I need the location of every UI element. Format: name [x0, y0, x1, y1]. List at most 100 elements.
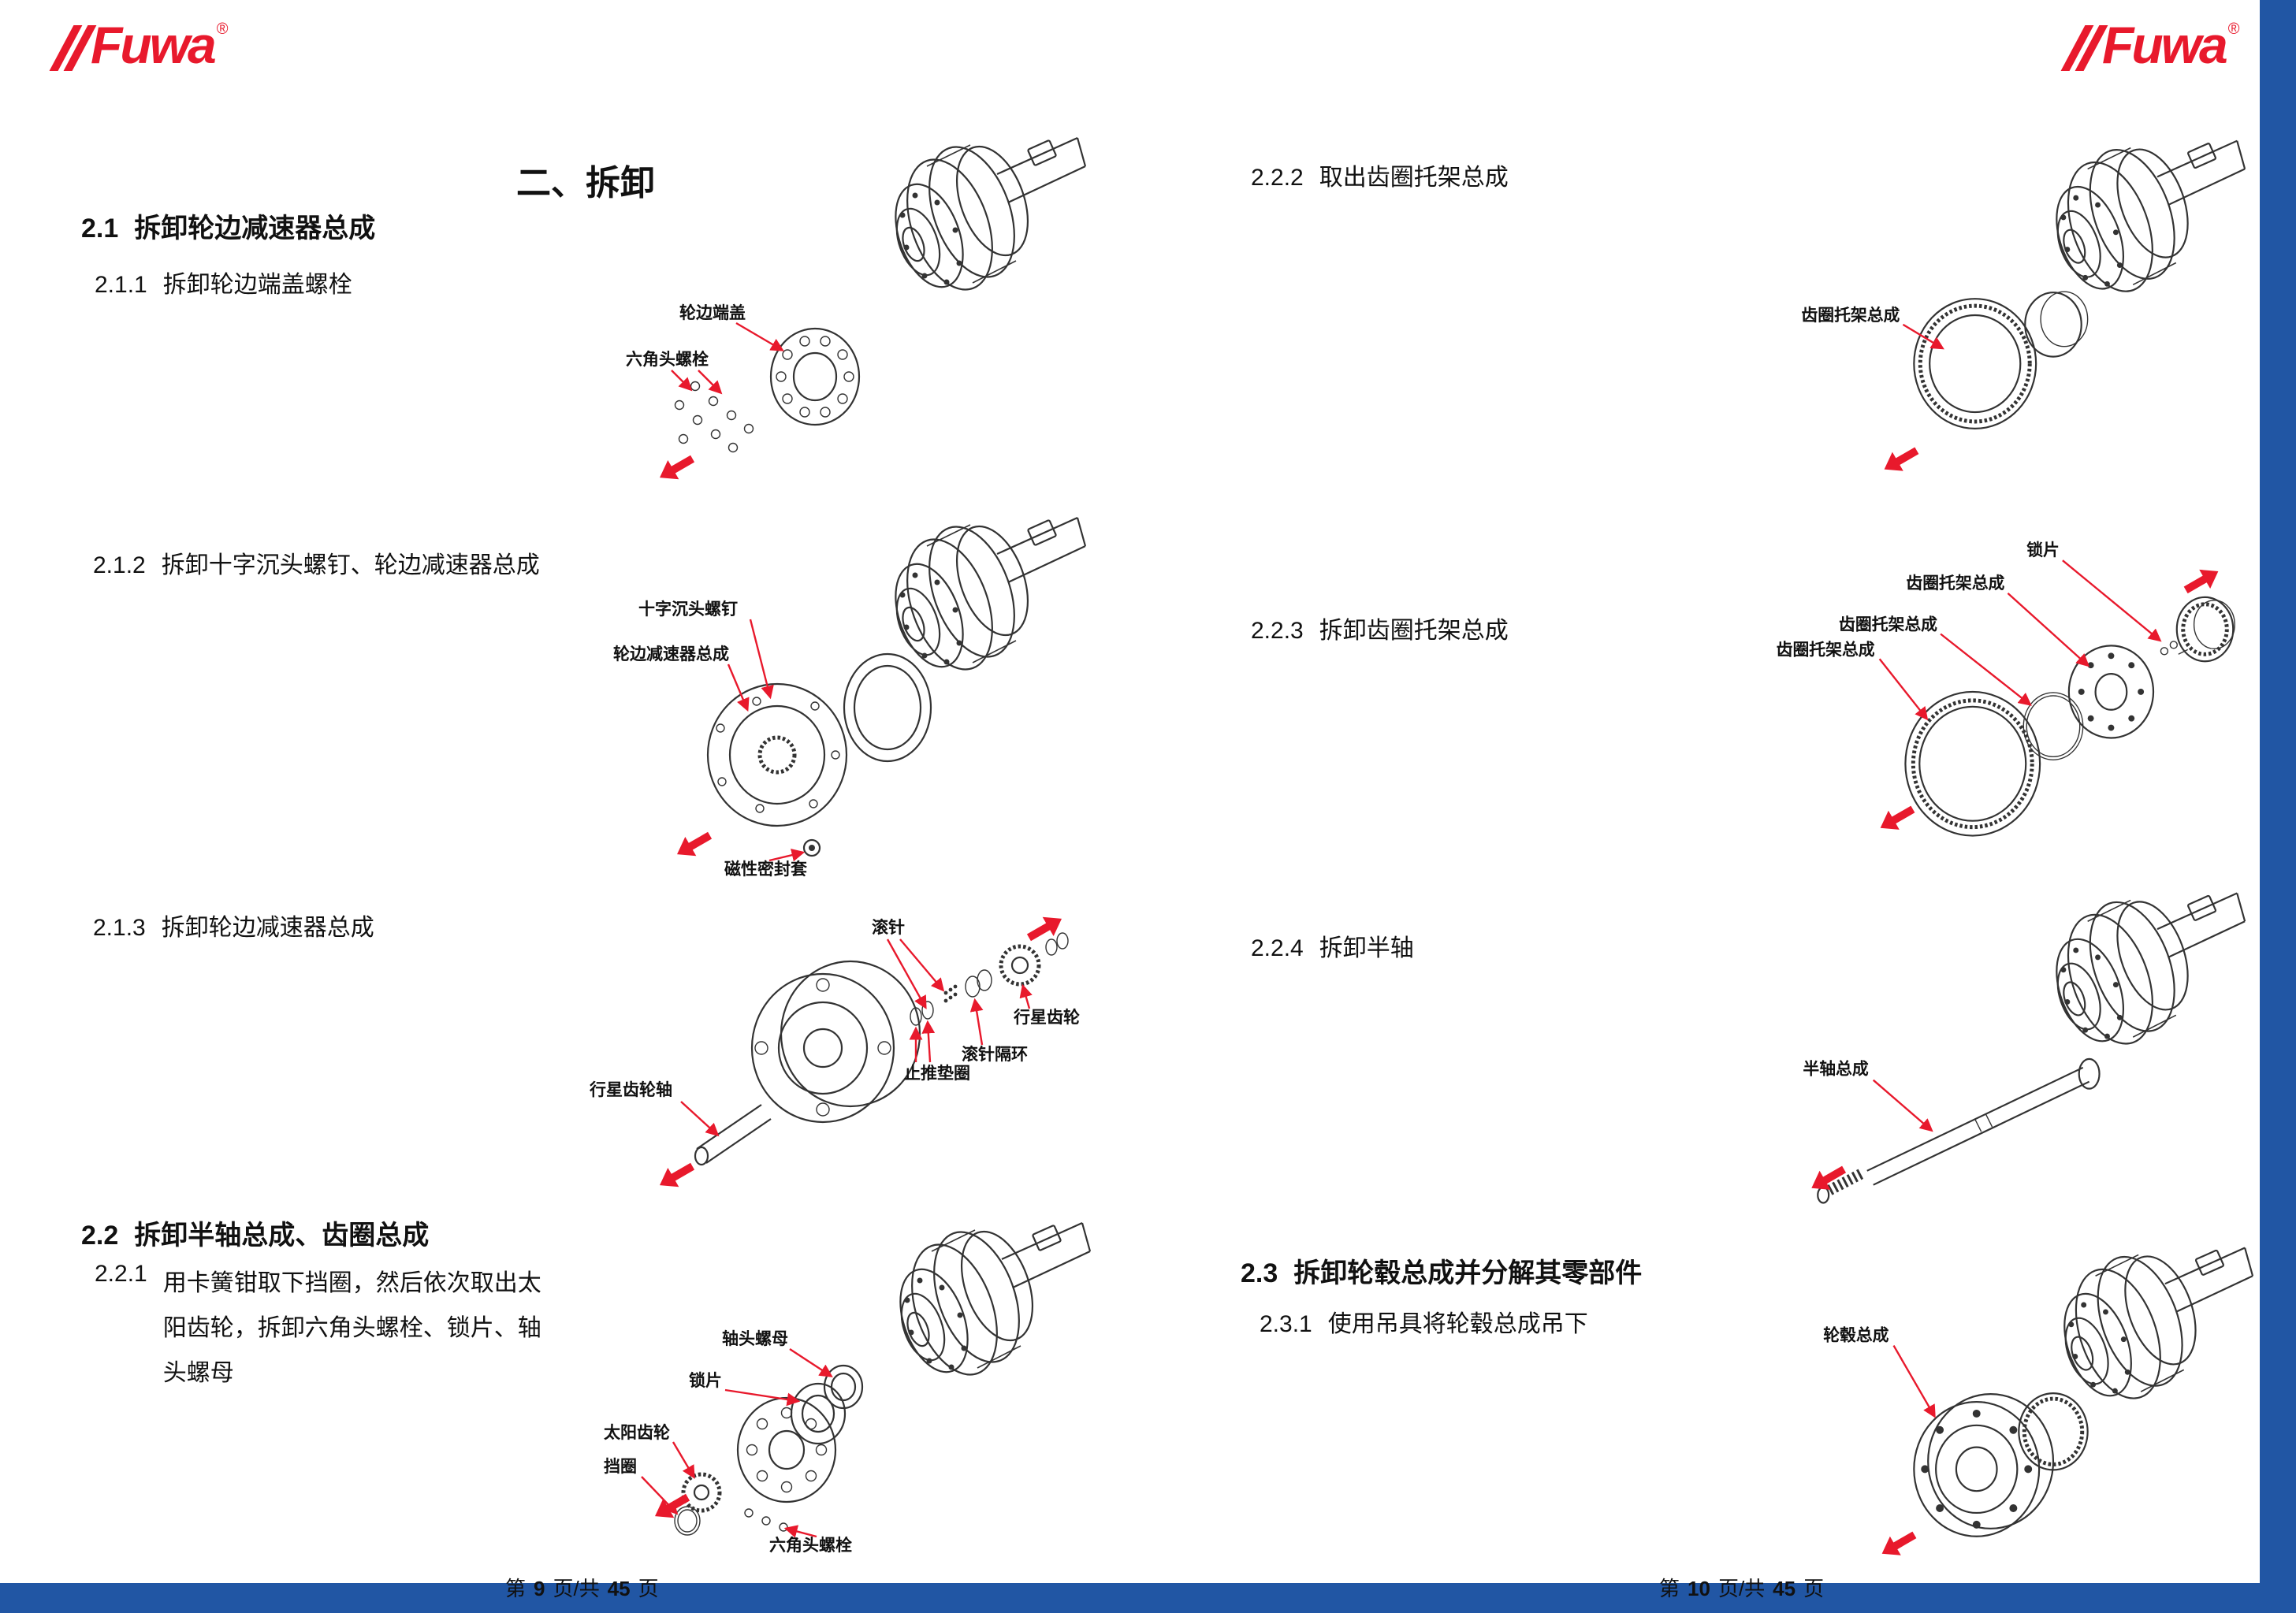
- leader-arrow: [727, 663, 750, 712]
- registered-mark: ®: [2227, 20, 2240, 38]
- axle-hub-drawing: [2043, 890, 2246, 1057]
- red-direction-arrow-icon: [672, 826, 716, 864]
- red-direction-arrow-icon: [654, 449, 698, 488]
- part-label: 磁性密封套: [724, 860, 807, 879]
- registered-mark: ®: [216, 20, 229, 38]
- part-label: 锁片: [689, 1371, 722, 1390]
- snap-ring-drawing: [2022, 692, 2084, 760]
- page-title-disassembly: 二、拆卸: [516, 164, 655, 203]
- snap-ring-drawing: [674, 1506, 701, 1536]
- hex-bolts-drawing: [674, 381, 754, 453]
- axle-hub-drawing: [881, 514, 1087, 682]
- planet-carrier-drawing: [750, 960, 921, 1124]
- leader-arrow: [783, 1525, 817, 1538]
- leader-arrow: [1902, 323, 1944, 350]
- leader-arrow: [1019, 983, 1033, 1009]
- part-label: 太阳齿轮: [604, 1423, 670, 1442]
- part-label: 行星齿轮: [1013, 1008, 1080, 1027]
- leader-arrow: [749, 619, 774, 700]
- fuwa-logo-left: Fuwa ®: [49, 16, 229, 74]
- diagram-2-1-3-planet-gears: 滚针 行星齿轮 滚针隔环 止推垫圈 行星齿轮轴: [589, 909, 1080, 1195]
- planet-gear-drawing: [999, 932, 1069, 987]
- part-label: 六角头螺栓: [769, 1536, 852, 1555]
- bearing-cone-drawing: [2175, 596, 2235, 663]
- page-border-right: [2260, 0, 2296, 1613]
- paragraph-2-2-1: 2.2.1 用卡簧钳取下挡圈，然后依次取出太 阳齿轮，拆卸六角头螺栓、锁片、轴 …: [95, 1261, 541, 1396]
- diagram-2-2-2-ring-carrier: 齿圈托架总成: [1801, 137, 2246, 479]
- page-border-bottom: [0, 1583, 2296, 1613]
- washers-needles-drawing: [910, 969, 992, 1026]
- diagram-2-2-4-half-shaft: 半轴总成: [1803, 890, 2246, 1204]
- leader-arrow: [698, 370, 723, 395]
- part-label: 齿圈托架总成: [1839, 615, 1937, 634]
- lock-tabs-drawing: [2160, 641, 2188, 656]
- leader-arrow: [1892, 1344, 1936, 1418]
- fuwa-logo-right: Fuwa ®: [2060, 16, 2240, 74]
- paragraph-text: 用卡簧钳取下挡圈，然后依次取出太 阳齿轮，拆卸六角头螺栓、锁片、轴 头螺母: [162, 1270, 541, 1386]
- end-cover-drawing: [769, 327, 861, 426]
- leader-arrow: [735, 321, 784, 351]
- part-label: 半轴总成: [1803, 1060, 1868, 1079]
- diagram-2-2-1-sun-gear: 轴头螺母 锁片 太阳齿轮 挡圈 六角头螺栓: [604, 1219, 1092, 1555]
- part-label: 十字沉头螺钉: [638, 600, 738, 619]
- leader-arrow: [921, 1020, 936, 1063]
- leader-arrow: [1878, 658, 1929, 721]
- axle-hub-drawing: [2043, 137, 2246, 304]
- part-label: 六角头螺栓: [626, 350, 709, 369]
- brand-name: Fuwa: [91, 16, 217, 74]
- logo-slashes-icon: [49, 25, 97, 71]
- wheel-hub-drawing: [1913, 1393, 2055, 1537]
- internal-ring-gear-drawing: [1904, 690, 2041, 837]
- part-label: 行星齿轮轴: [589, 1080, 672, 1099]
- part-label: 滚针: [872, 918, 905, 937]
- planet-gear-shaft-drawing: [694, 1104, 772, 1166]
- leader-arrow: [671, 370, 693, 392]
- red-direction-arrow-icon: [1874, 799, 1918, 838]
- reducer-carrier-drawing: [706, 682, 848, 827]
- leader-arrow: [672, 1441, 695, 1479]
- axle-hub-drawing: [886, 1219, 1092, 1388]
- diagram-2-3-1-wheel-hub: 轮毂总成: [1823, 1244, 2254, 1563]
- part-label: 齿圈托架总成: [1777, 640, 1875, 659]
- diagram-2-2-3-ring-carrier-exploded: 锁片 齿圈托架总成 齿圈托架总成 齿圈托架总成: [1777, 541, 2235, 838]
- leader-arrow: [886, 938, 927, 1009]
- brand-name: Fuwa: [2102, 16, 2228, 74]
- red-direction-arrow-icon: [1876, 1525, 1920, 1563]
- leader-arrow: [2007, 593, 2090, 667]
- diagram-2-1-2-reducer: 十字沉头螺钉 轮边减速器总成 磁性密封套: [613, 514, 1087, 879]
- leader-arrow: [641, 1476, 679, 1515]
- carrier-disc-drawing: [2067, 645, 2155, 739]
- lock-plate-drawing: [790, 1382, 847, 1445]
- part-label: 齿圈托架总成: [1801, 306, 1900, 325]
- leader-arrow: [789, 1347, 833, 1377]
- part-label: 滚针隔环: [962, 1045, 1028, 1064]
- logo-slashes-icon: [2060, 25, 2108, 71]
- part-label: 轴头螺母: [722, 1329, 788, 1348]
- ring-gear-drawing: [843, 652, 932, 763]
- flange-plate-drawing: [736, 1396, 837, 1503]
- ring-gear-carrier-drawing: [1913, 291, 2089, 429]
- part-label: 齿圈托架总成: [1906, 574, 2004, 593]
- part-label: 挡圈: [604, 1458, 637, 1476]
- red-direction-arrow-icon: [1023, 909, 1067, 947]
- leader-arrow: [1872, 1079, 1933, 1132]
- leader-arrow: [899, 938, 945, 992]
- red-direction-arrow-icon: [1878, 440, 1922, 479]
- leader-arrow: [1940, 633, 2032, 706]
- leader-arrow: [2062, 559, 2162, 642]
- leader-arrow: [768, 848, 806, 862]
- part-label: 轮毂总成: [1823, 1326, 1889, 1345]
- red-direction-arrow-icon: [2180, 561, 2224, 600]
